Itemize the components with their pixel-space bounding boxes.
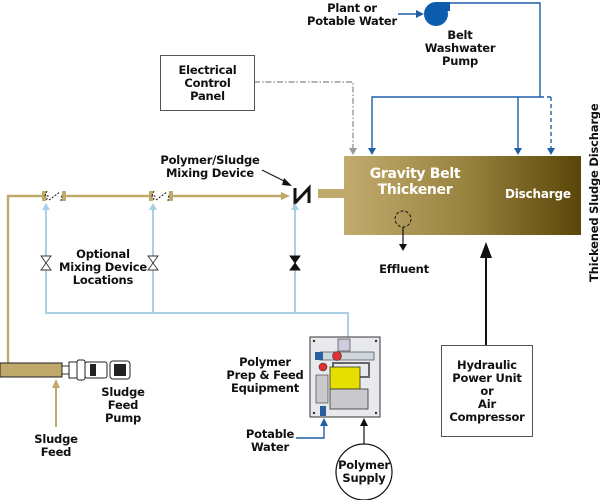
mixing-device-label: Polymer/Sludge Mixing Device <box>160 153 260 180</box>
control-signal-line <box>254 81 354 148</box>
polymer-arrow-3 <box>291 203 299 210</box>
potable-water-arrow <box>320 418 328 426</box>
sludge-feed-pump-label: Sludge Feed Pump <box>101 385 145 425</box>
sludge-feed-label: Sludge Feed <box>34 432 78 459</box>
potable-water-label: Potable Water <box>245 427 295 454</box>
electrical-control-panel-label: Electrical Control Panel <box>178 62 237 103</box>
wash-water-lines <box>371 2 552 148</box>
sludge-feed-arrow <box>52 379 60 388</box>
polymer-skid-icon <box>309 336 381 418</box>
effluent-arrow <box>399 244 407 251</box>
hydraulic-power-unit: Hydraulic Power Unit or Air Compressor <box>441 345 533 437</box>
hydraulic-arrow <box>480 242 492 258</box>
sludge-line <box>6 194 286 363</box>
discharge-label: Discharge <box>505 187 571 201</box>
thickener-feed-stub <box>318 189 345 198</box>
polymer-equipment-label: Polymer Prep & Feed Equipment <box>226 355 304 395</box>
control-arrow <box>349 148 357 155</box>
gravity-belt-thickener <box>344 156 581 235</box>
gate-valve-icon <box>289 255 301 271</box>
plant-water-label: Plant or Potable Water <box>307 1 397 28</box>
thickener-label: Gravity Belt Thickener <box>369 166 461 198</box>
callout-arrowhead <box>282 178 292 186</box>
polymer-supply-label: Polymer Supply <box>338 458 390 485</box>
hydraulic-power-unit-label: Hydraulic Power Unit or Air Compressor <box>449 357 525 424</box>
wash-arrow-1 <box>368 148 376 155</box>
polymer-supply-arrow <box>360 418 368 426</box>
gate-valve-icon <box>147 255 159 271</box>
wash-arrow-2 <box>514 148 522 155</box>
optional-mixing-locations-label: Optional Mixing Device Locations <box>59 247 147 287</box>
optional-mixer-icon <box>149 190 173 202</box>
wash-arrow-3 <box>547 148 555 155</box>
effluent-label: Effluent <box>379 262 429 276</box>
optional-mixer-icon <box>42 190 66 202</box>
polymer-arrow-1 <box>42 203 50 210</box>
washwater-pump-label: Belt Washwater Pump <box>424 28 496 68</box>
sludge-feed-tank <box>0 362 63 378</box>
gate-valve-icon <box>40 255 52 271</box>
polymer-supply-circle <box>335 443 393 500</box>
electrical-control-panel: Electrical Control Panel <box>160 55 255 111</box>
potable-water-line <box>296 424 325 439</box>
thickened-sludge-discharge-label: Thickened Sludge Discharge <box>587 103 600 282</box>
sludge-arrow <box>281 192 290 200</box>
sludge-pump-motor-icon <box>61 359 131 381</box>
centrifugal-pump-icon <box>424 2 450 26</box>
polymer-arrow-2 <box>149 203 157 210</box>
static-mixer-icon <box>293 184 311 207</box>
